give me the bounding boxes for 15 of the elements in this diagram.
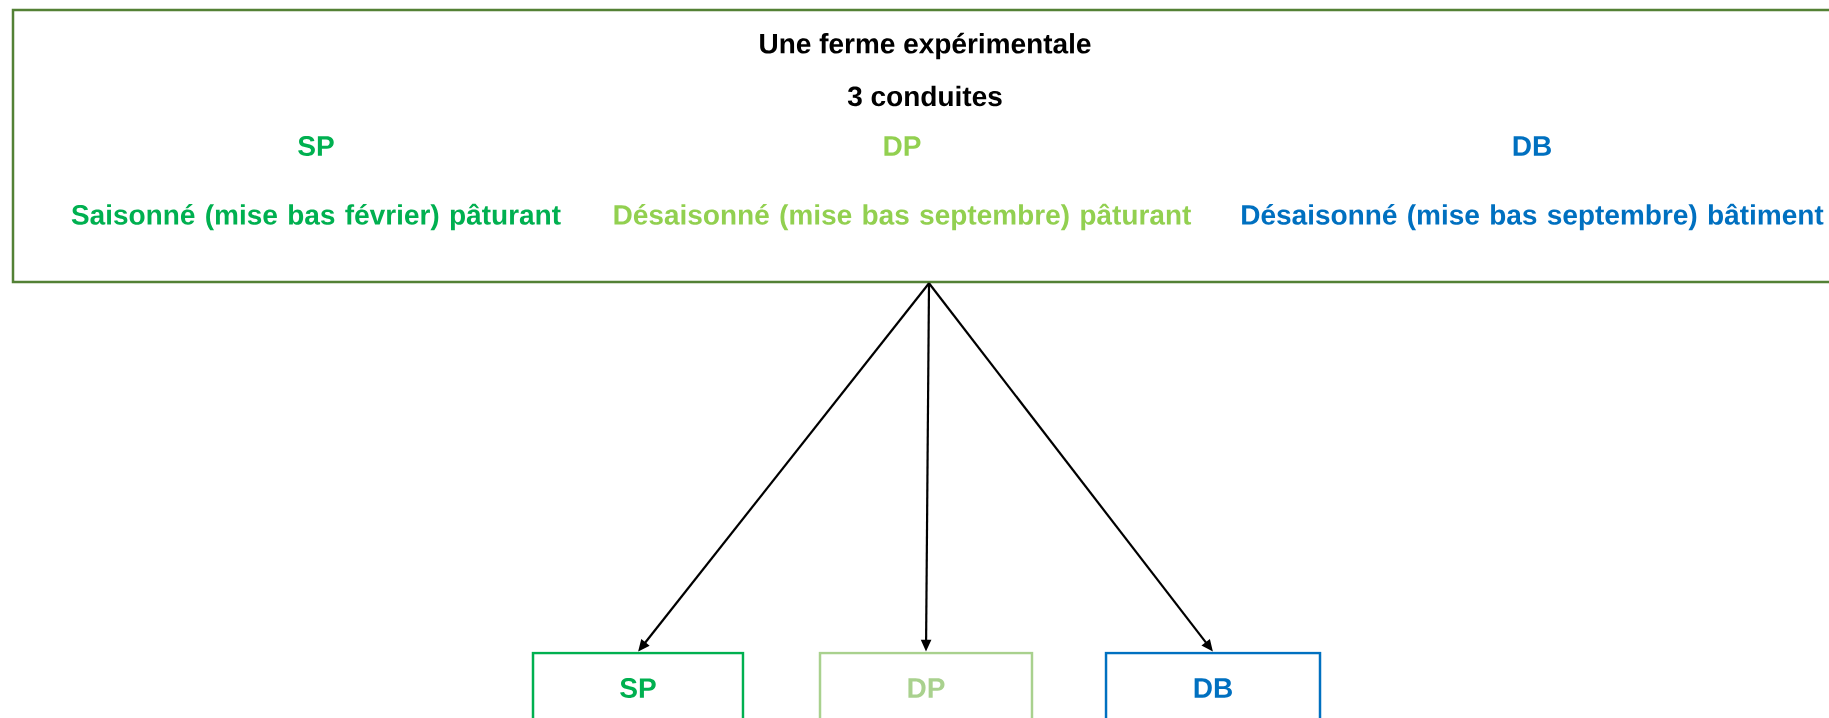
- heading-text: 3 conduites: [847, 85, 1002, 107]
- frame-box: [11, 8, 1829, 284]
- group-box: [818, 651, 1034, 718]
- group-label: DP: [884, 136, 921, 156]
- group-description: Désaisonné (mise bas septembre) bâtiment: [1242, 203, 1824, 231]
- group-box: [1104, 651, 1322, 718]
- group-box: [531, 651, 745, 718]
- group-label: DP: [908, 678, 945, 698]
- group-label: SP: [298, 136, 334, 156]
- group-label: DB: [1194, 678, 1232, 698]
- group-label: DB: [1513, 136, 1551, 156]
- group-label: SP: [620, 678, 656, 698]
- group-description: Saisonné (mise bas février) pâturant: [71, 203, 561, 231]
- heading-text: Une ferme expérimentale: [760, 32, 1091, 60]
- group-description: Désaisonné (mise bas septembre) pâturant: [614, 203, 1192, 231]
